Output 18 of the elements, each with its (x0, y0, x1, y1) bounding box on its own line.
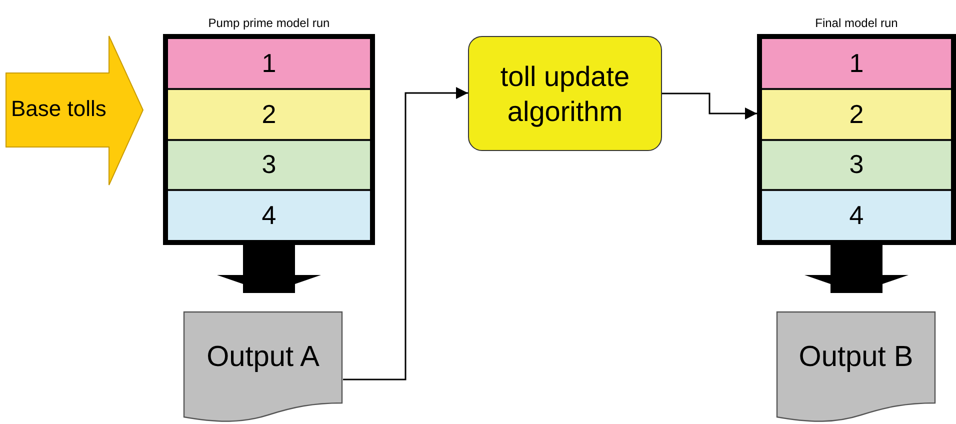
document-label: Output A (206, 341, 320, 374)
layer-row: 4 (168, 191, 370, 240)
arrow (343, 87, 468, 380)
layer-row: 2 (168, 90, 370, 140)
layer-row: 4 (762, 191, 951, 240)
layer-row: 3 (762, 140, 951, 192)
block-arrow (804, 245, 908, 293)
stack-heading: Pump prime model run (207, 15, 331, 32)
layer-row: 3 (168, 140, 370, 192)
arrow (662, 92, 757, 120)
layer-row: 1 (762, 39, 951, 90)
stack-heading: Final model run (814, 15, 899, 32)
process-box: toll update algorithm (468, 36, 662, 151)
layer-row: 2 (762, 90, 951, 140)
arrow-label: Base tolls (11, 96, 106, 122)
block-arrow (217, 245, 321, 293)
layer-row: 1 (168, 39, 370, 90)
document-label: Output B (798, 341, 914, 374)
